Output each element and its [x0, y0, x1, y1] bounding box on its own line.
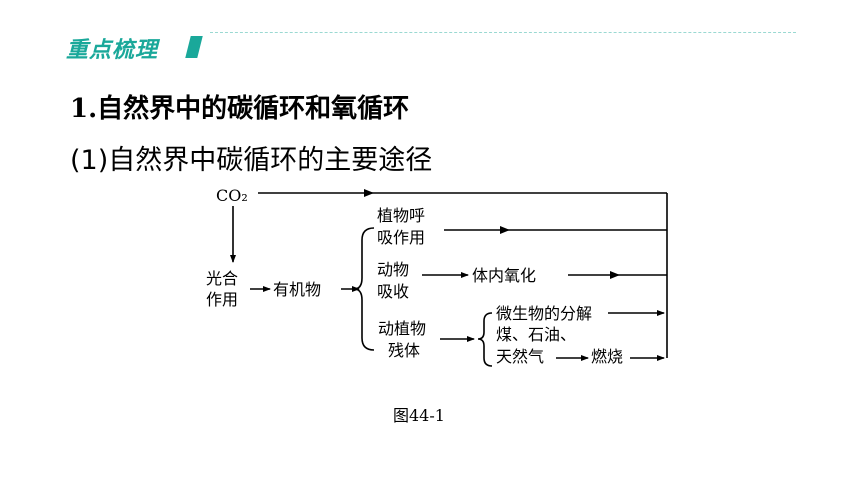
section-title: 重点梳理 — [66, 38, 159, 63]
in-body-oxidation-label: 体内氧化 — [472, 266, 536, 285]
microbe-decomposition-label: 微生物的分解 — [496, 304, 592, 323]
animal-absorb-label-2: 吸收 — [377, 282, 409, 301]
heading-carbon-oxygen-cycle: 1.自然界中的碳循环和氧循环 — [70, 94, 410, 124]
organic-matter-label: 有机物 — [273, 280, 321, 299]
heading-carbon-cycle-pathways: (1)自然界中碳循环的主要途径 — [70, 145, 433, 176]
remains-label-1: 动植物 — [378, 319, 426, 338]
combustion-label: 燃烧 — [591, 347, 623, 366]
oxidation-arrowhead — [610, 271, 620, 279]
photosynthesis-label-2: 作用 — [206, 290, 238, 309]
remains-label-2: 残体 — [388, 341, 420, 360]
co2-label: CO₂ — [216, 186, 248, 205]
small-brace — [477, 312, 493, 367]
plant-respiration-arrowhead — [500, 226, 510, 234]
photosynthesis-label-1: 光合 — [206, 269, 238, 288]
header-dashed-divider — [210, 32, 796, 33]
main-brace — [353, 227, 375, 351]
figure-caption: 图44-1 — [393, 406, 445, 425]
fossil-fuel-label-1: 煤、石油、 — [496, 325, 576, 344]
animal-absorb-label-1: 动物 — [377, 260, 409, 279]
return-to-co2-path — [258, 189, 668, 358]
plant-respiration-label-1: 植物呼 — [377, 206, 425, 225]
fossil-fuel-label-2: 天然气 — [496, 347, 544, 366]
plant-respiration-label-2: 吸作用 — [377, 228, 425, 247]
